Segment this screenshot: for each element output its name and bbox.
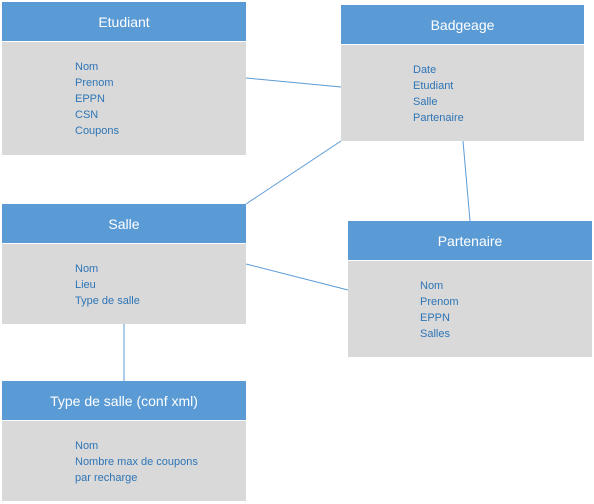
entity-salle-title: Salle	[2, 204, 246, 244]
attribute: Prenom	[75, 77, 114, 89]
attribute: Nombre max de coupons	[75, 456, 198, 468]
attribute: Salle	[413, 96, 438, 108]
connector-salle-partenaire	[245, 263, 349, 291]
entity-etudiant-title: Etudiant	[2, 2, 246, 42]
entity-partenaire-attributes: Nom Prenom EPPN Salles	[348, 261, 592, 357]
attribute: Lieu	[75, 279, 96, 291]
entity-badgeage-title: Badgeage	[341, 5, 584, 45]
entity-salle[interactable]: Salle Nom Lieu Type de salle	[2, 204, 246, 324]
entity-badgeage-attributes: Date Etudiant Salle Partenaire	[341, 45, 584, 141]
attribute: Salles	[420, 328, 450, 340]
entity-type-salle[interactable]: Type de salle (conf xml) Nom Nombre max …	[2, 381, 246, 501]
connector-badgeage-salle	[245, 140, 342, 205]
entity-type-salle-attributes: Nom Nombre max de coupons par recharge	[2, 421, 246, 501]
attribute: EPPN	[420, 312, 450, 324]
entity-salle-attributes: Nom Lieu Type de salle	[2, 244, 246, 324]
entity-etudiant-attributes: Nom Prenom EPPN CSN Coupons	[2, 42, 246, 155]
entity-partenaire-title: Partenaire	[348, 221, 592, 261]
connector-etudiant-badgeage	[245, 77, 342, 88]
attribute: Etudiant	[413, 80, 454, 92]
attribute: par recharge	[75, 472, 138, 484]
attribute: Type de salle	[75, 295, 140, 307]
entity-badgeage[interactable]: Badgeage Date Etudiant Salle Partenaire	[341, 5, 584, 141]
attribute: EPPN	[75, 93, 105, 105]
connector-badgeage-partenaire	[462, 140, 471, 222]
attribute: Prenom	[420, 296, 459, 308]
attribute: Date	[413, 64, 437, 76]
attribute: Nom	[75, 61, 99, 73]
entity-etudiant[interactable]: Etudiant Nom Prenom EPPN CSN Coupons	[2, 2, 246, 155]
entity-partenaire[interactable]: Partenaire Nom Prenom EPPN Salles	[348, 221, 592, 357]
attribute: Nom	[75, 440, 99, 452]
attribute: Partenaire	[413, 112, 464, 124]
attribute: Nom	[75, 263, 99, 275]
attribute: CSN	[75, 109, 99, 121]
entity-type-salle-title: Type de salle (conf xml)	[2, 381, 246, 421]
attribute: Nom	[420, 280, 444, 292]
attribute: Coupons	[75, 125, 120, 137]
